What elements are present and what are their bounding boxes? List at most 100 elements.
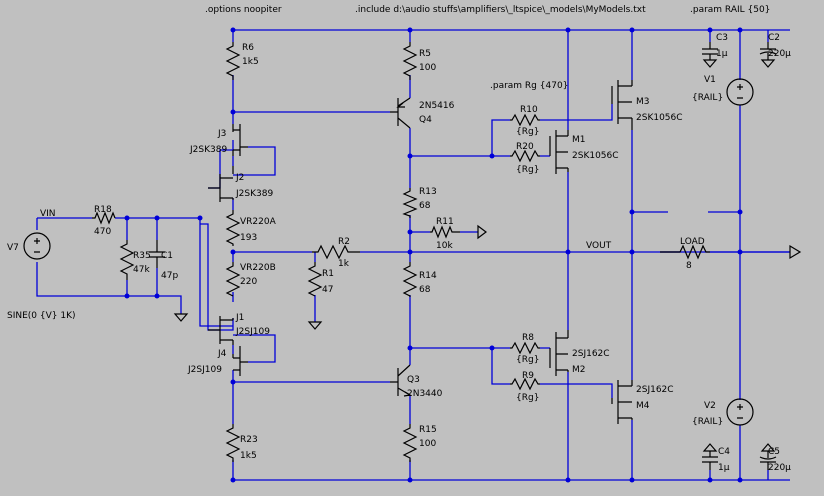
r35-value: 47k — [133, 265, 150, 275]
r1-value: 47 — [322, 285, 333, 295]
j2-model: J2SK389 — [235, 189, 273, 199]
LOAD-symbol — [660, 244, 710, 260]
q4-label: Q4 — [419, 115, 432, 125]
r2-label: R2 — [338, 237, 350, 247]
r5-label: R5 — [419, 49, 431, 59]
VR220B-symbol — [225, 262, 241, 297]
include-directive: .include d:\audio stuffs\amplifiers\_lts… — [355, 5, 646, 15]
load-value: 8 — [686, 261, 692, 271]
R11-symbol — [430, 225, 460, 239]
m1-model: 2SK1056C — [572, 151, 619, 161]
r35-label: R35 — [133, 251, 151, 261]
ground-r1 — [307, 321, 323, 330]
R8-symbol — [510, 341, 540, 355]
capacitor-symbols — [149, 42, 777, 470]
C2-symbol — [759, 42, 777, 60]
r13-value: 68 — [419, 201, 431, 211]
J2-symbol — [208, 166, 234, 202]
R20-symbol — [510, 149, 540, 163]
resistor-symbols-horizontal — [92, 113, 710, 391]
j4-label: J4 — [217, 349, 227, 359]
R13-symbol — [402, 188, 418, 218]
j1-model: J2SJ109 — [235, 327, 270, 337]
r10-value: {Rg} — [516, 127, 539, 137]
vr220b-label: VR220B — [240, 263, 276, 273]
j1-label: J1 — [235, 313, 244, 323]
rg-param-directive: .param Rg {470} — [490, 81, 568, 91]
M3-symbol — [611, 80, 633, 130]
R5-symbol — [402, 42, 418, 80]
M1-symbol — [549, 130, 569, 174]
R1-symbol — [307, 262, 323, 297]
c5-value: 220µ — [768, 463, 791, 473]
C5-symbol — [759, 451, 777, 470]
text-labels: .options noopiter .include d:\audio stuf… — [7, 5, 791, 473]
vr220b-value: 220 — [240, 277, 257, 287]
vin-net-label: VIN — [40, 209, 56, 219]
v1-value: {RAIL} — [692, 93, 723, 103]
m3-model: 2SK1056C — [636, 113, 683, 123]
VR220A-symbol — [225, 210, 241, 246]
J1-symbol — [208, 316, 234, 345]
q3-label: Q3 — [407, 375, 420, 385]
r23-value: 1k5 — [240, 451, 257, 461]
v2-value: {RAIL} — [692, 417, 723, 427]
junctions — [124, 27, 743, 483]
vr220a-value: 193 — [240, 233, 257, 243]
Q4-symbol — [390, 97, 411, 129]
v7-source: SINE(0 {V} 1K) — [7, 311, 76, 321]
r8-value: {Rg} — [516, 355, 539, 365]
ground-c2 — [760, 59, 776, 68]
v7-label: V7 — [7, 243, 19, 253]
r11-label: R11 — [436, 217, 454, 227]
m1-label: M1 — [572, 135, 586, 145]
r18-value: 470 — [94, 227, 111, 237]
j2-label: J2 — [235, 173, 244, 183]
components — [23, 42, 802, 470]
R18-symbol — [92, 211, 116, 225]
J4-symbol — [232, 346, 248, 376]
vout-arrow — [789, 244, 802, 260]
ground-c4 — [702, 443, 718, 452]
Q3-symbol — [390, 364, 411, 396]
ground-symbols — [173, 59, 802, 452]
options-directive: .options noopiter — [205, 5, 282, 15]
q3-model: 2N3440 — [407, 389, 443, 399]
m2-model: 2SJ162C — [572, 349, 610, 359]
c3-value: 1µ — [716, 49, 728, 59]
r20-value: {Rg} — [516, 165, 539, 175]
c5-label: C5 — [768, 447, 780, 457]
R6-symbol — [225, 42, 241, 80]
R2-symbol — [312, 244, 360, 260]
vr220a-label: VR220A — [240, 217, 277, 227]
jfet-symbols — [208, 124, 248, 376]
v2-label: V2 — [704, 401, 716, 411]
J3-symbol — [232, 124, 248, 156]
R23-symbol — [225, 424, 241, 462]
c4-value: 1µ — [718, 463, 730, 473]
C1-symbol — [149, 240, 165, 268]
r23-label: R23 — [240, 435, 258, 445]
c2-value: 220µ — [768, 49, 791, 59]
c1-value: 47p — [161, 271, 178, 281]
c3-label: C3 — [716, 33, 728, 43]
r18-label: R18 — [94, 205, 112, 215]
r6-value: 1k5 — [242, 57, 259, 67]
r5-value: 100 — [419, 63, 436, 73]
M2-symbol — [549, 330, 569, 376]
r1-label: R1 — [322, 269, 334, 279]
mosfet-symbols — [549, 80, 633, 424]
q4-model: 2N5416 — [419, 101, 455, 111]
r14-label: R14 — [419, 271, 437, 281]
R9-symbol — [510, 377, 540, 391]
j4-model: J2SJ109 — [187, 365, 222, 375]
Q4-arrow — [396, 102, 405, 108]
vout-net-label: VOUT — [586, 241, 612, 251]
r14-value: 68 — [419, 285, 431, 295]
r8-label: R8 — [522, 333, 534, 343]
v1-label: V1 — [704, 75, 716, 85]
M4-symbol — [611, 380, 633, 424]
r11-flag — [477, 224, 487, 240]
